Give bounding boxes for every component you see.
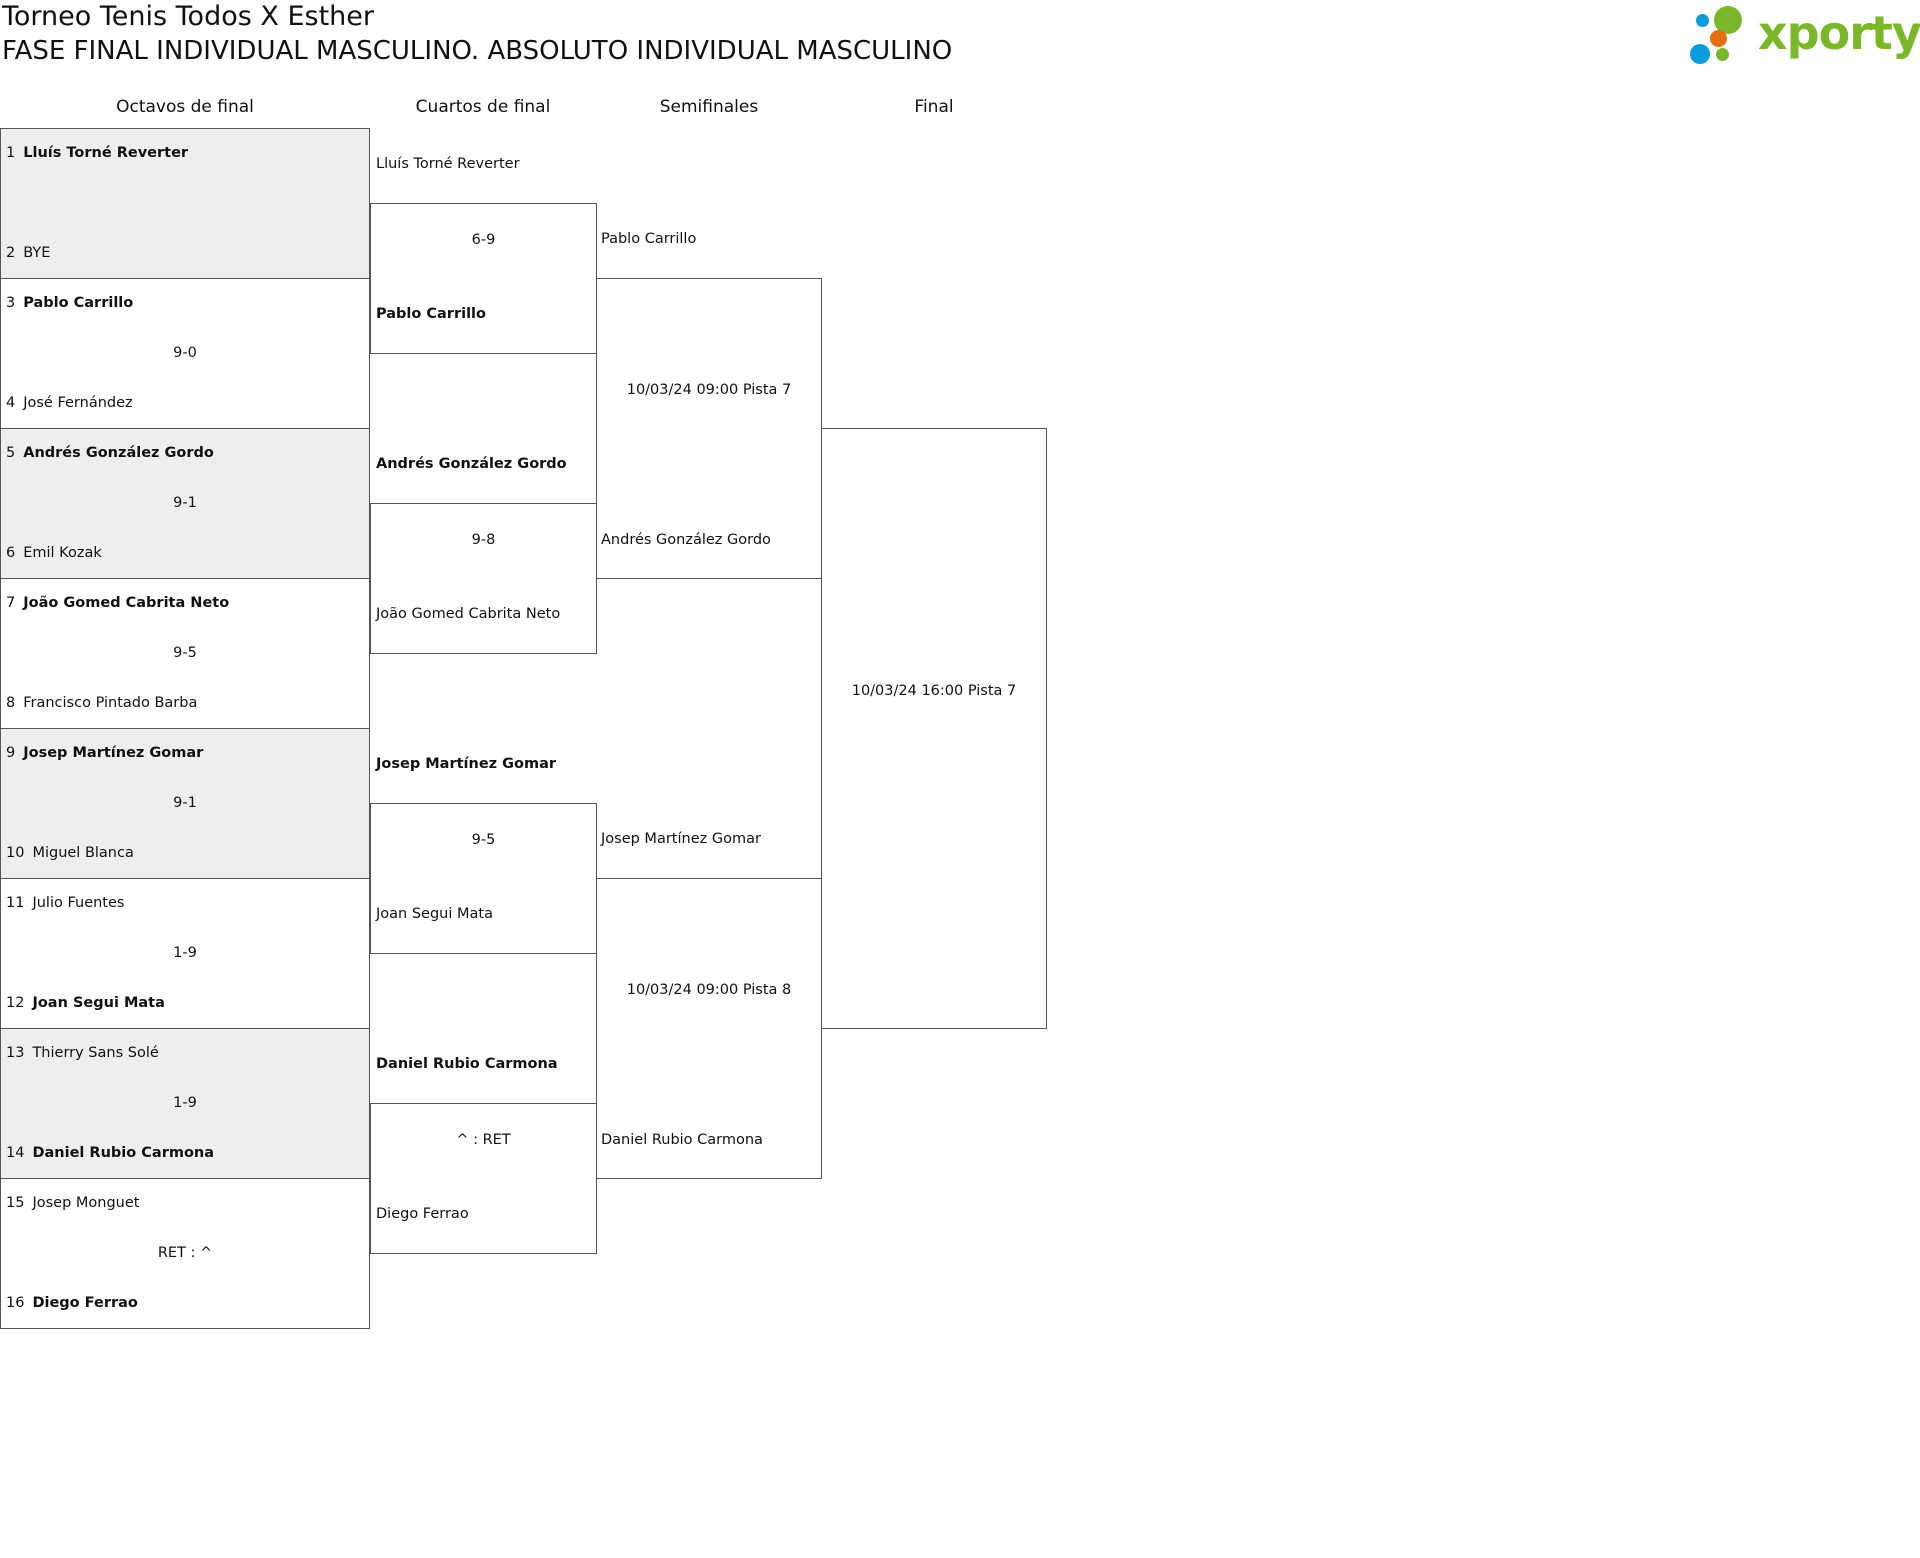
r16-player-top[interactable]: 13 Thierry Sans Solé	[6, 1043, 159, 1063]
match-score: 9-1	[173, 495, 197, 511]
player-name: José Fernández	[23, 395, 133, 411]
player-name: Miguel Blanca	[32, 845, 134, 861]
r16-player-top[interactable]: 15 Josep Monguet	[6, 1193, 139, 1213]
player-name: Julio Fuentes	[32, 895, 125, 911]
seed-number: 1	[6, 145, 16, 161]
player-name: João Gomed Cabrita Neto	[23, 595, 230, 611]
xporty-logo: xporty	[1690, 4, 1920, 68]
seed-number: 12	[6, 995, 25, 1011]
logo-dot-icon	[1716, 48, 1729, 61]
qf-match-box[interactable]	[370, 203, 597, 354]
match-score: RET : ^	[157, 1245, 213, 1261]
player-name: Josep Martínez Gomar	[23, 745, 204, 761]
player-name: Josep Monguet	[32, 1195, 140, 1211]
r16-match-box[interactable]	[0, 1178, 370, 1329]
r16-player-top[interactable]: 11 Julio Fuentes	[6, 893, 124, 913]
match-score: 9-0	[173, 345, 197, 361]
qf-player-top[interactable]: Lluís Torné Reverter	[376, 156, 520, 172]
r16-player-bottom[interactable]: 2 BYE	[6, 243, 50, 263]
phase-title: FASE FINAL INDIVIDUAL MASCULINO. ABSOLUT…	[2, 36, 953, 66]
qf-match-box[interactable]	[370, 503, 597, 654]
logo-dot-icon	[1696, 14, 1709, 27]
qf-match-box[interactable]	[370, 1103, 597, 1254]
qf-player-top[interactable]: Daniel Rubio Carmona	[376, 1056, 558, 1072]
round-header-cuartos: Cuartos de final	[415, 97, 551, 117]
qf-player-bottom[interactable]: Diego Ferrao	[376, 1206, 469, 1222]
qf-match-box[interactable]	[370, 803, 597, 954]
match-score: 1-9	[173, 1095, 197, 1111]
seed-number: 6	[6, 545, 16, 561]
match-score: 9-8	[471, 532, 496, 548]
qf-player-bottom[interactable]: Pablo Carrillo	[376, 306, 486, 322]
r16-match-box[interactable]	[0, 428, 370, 579]
seed-number: 16	[6, 1295, 25, 1311]
logo-dot-icon	[1710, 30, 1727, 47]
match-score: 9-1	[173, 795, 197, 811]
seed-number: 14	[6, 1145, 25, 1161]
round-header-octavos: Octavos de final	[116, 97, 254, 117]
player-name: Joan Segui Mata	[32, 995, 165, 1011]
seed-number: 7	[6, 595, 16, 611]
seed-number: 5	[6, 445, 16, 461]
tournament-title: Torneo Tenis Todos X Esther	[2, 1, 375, 32]
player-name: Andrés González Gordo	[23, 445, 214, 461]
match-score: 9-5	[471, 832, 496, 848]
seed-number: 15	[6, 1195, 25, 1211]
player-name: Emil Kozak	[23, 545, 102, 561]
logo-dot-icon	[1690, 44, 1710, 64]
r16-player-bottom[interactable]: 6 Emil Kozak	[6, 543, 102, 563]
qf-player-bottom[interactable]: Joan Segui Mata	[376, 906, 493, 922]
match-score: 6-9	[471, 232, 496, 248]
seed-number: 10	[6, 845, 25, 861]
r16-player-bottom[interactable]: 10 Miguel Blanca	[6, 843, 134, 863]
r16-player-bottom[interactable]: 14 Daniel Rubio Carmona	[6, 1143, 214, 1163]
seed-number: 4	[6, 395, 16, 411]
r16-player-top[interactable]: 3 Pablo Carrillo	[6, 293, 133, 313]
r16-player-bottom[interactable]: 16 Diego Ferrao	[6, 1293, 138, 1313]
r16-player-top[interactable]: 7 João Gomed Cabrita Neto	[6, 593, 229, 613]
player-name: Pablo Carrillo	[23, 295, 134, 311]
qf-player-top[interactable]: Josep Martínez Gomar	[376, 756, 557, 772]
sf-player-top[interactable]: Pablo Carrillo	[601, 231, 697, 247]
r16-player-top[interactable]: 9 Josep Martínez Gomar	[6, 743, 203, 763]
logo-text: xporty	[1758, 6, 1920, 60]
round-header-final: Final	[914, 97, 954, 117]
player-name: Thierry Sans Solé	[32, 1045, 159, 1061]
match-schedule: 10/03/24 09:00 Pista 7	[626, 382, 792, 398]
seed-number: 8	[6, 695, 16, 711]
seed-number: 9	[6, 745, 16, 761]
player-name: Francisco Pintado Barba	[23, 695, 198, 711]
match-score: 9-5	[173, 645, 197, 661]
seed-number: 11	[6, 895, 25, 911]
logo-dot-icon	[1714, 6, 1742, 34]
r16-player-top[interactable]: 1 Lluís Torné Reverter	[6, 143, 188, 163]
match-schedule: 10/03/24 16:00 Pista 7	[851, 683, 1017, 699]
qf-player-bottom[interactable]: João Gomed Cabrita Neto	[376, 606, 561, 622]
match-score: ^ : RET	[456, 1132, 511, 1148]
match-schedule: 10/03/24 09:00 Pista 8	[626, 982, 792, 998]
round-header-semifinales: Semifinales	[659, 97, 759, 117]
player-name: Lluís Torné Reverter	[23, 145, 189, 161]
seed-number: 3	[6, 295, 16, 311]
r16-player-bottom[interactable]: 8 Francisco Pintado Barba	[6, 693, 197, 713]
qf-player-top[interactable]: Andrés González Gordo	[376, 456, 567, 472]
sf-player-top[interactable]: Josep Martínez Gomar	[601, 831, 761, 847]
r16-match-box[interactable]	[0, 128, 370, 279]
r16-player-top[interactable]: 5 Andrés González Gordo	[6, 443, 214, 463]
final-match-box[interactable]	[821, 428, 1047, 1029]
player-name: Daniel Rubio Carmona	[32, 1145, 215, 1161]
r16-player-bottom[interactable]: 12 Joan Segui Mata	[6, 993, 165, 1013]
match-score: 1-9	[173, 945, 197, 961]
sf-player-bottom[interactable]: Andrés González Gordo	[601, 532, 771, 548]
r16-player-bottom[interactable]: 4 José Fernández	[6, 393, 133, 413]
player-name: BYE	[23, 245, 51, 261]
seed-number: 2	[6, 245, 16, 261]
player-name: Diego Ferrao	[32, 1295, 138, 1311]
sf-player-bottom[interactable]: Daniel Rubio Carmona	[601, 1132, 763, 1148]
seed-number: 13	[6, 1045, 25, 1061]
r16-match-box[interactable]	[0, 728, 370, 879]
